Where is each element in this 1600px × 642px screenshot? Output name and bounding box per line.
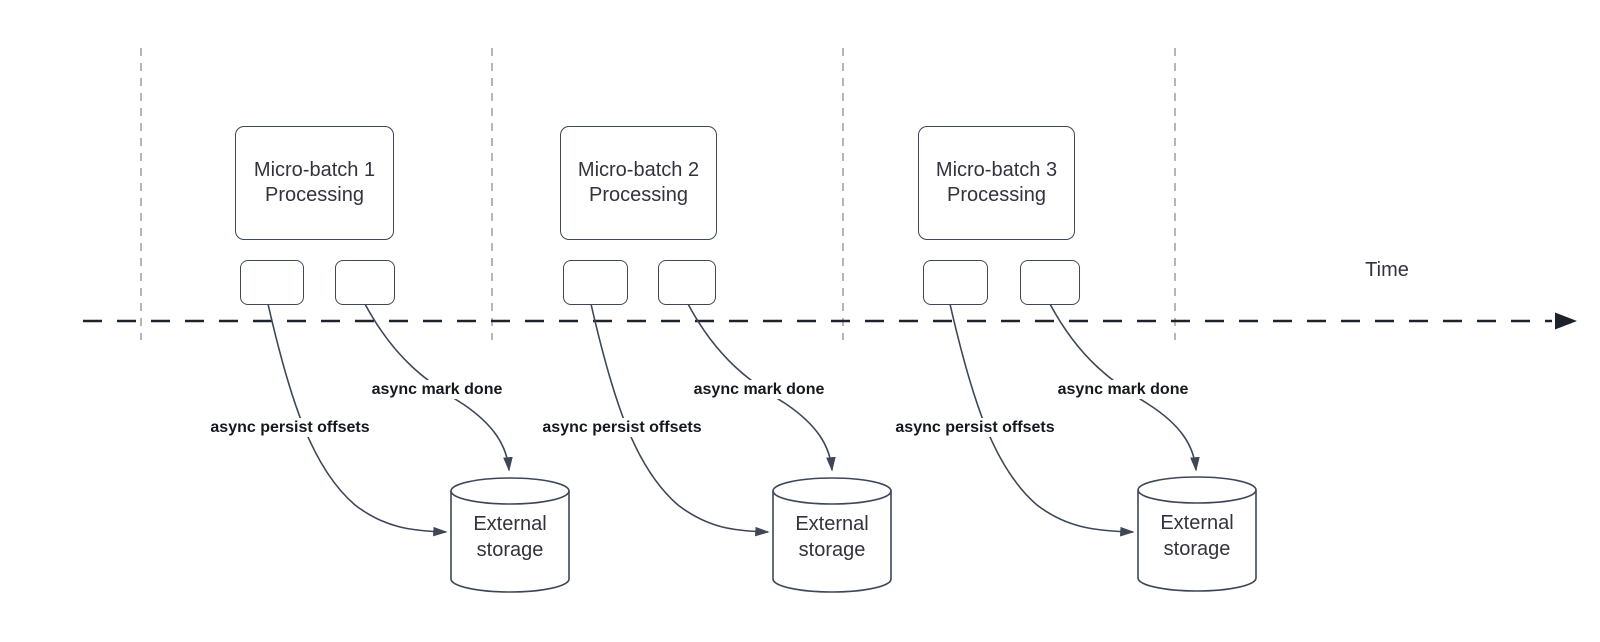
mark-done-chip <box>658 260 716 305</box>
time-axis-arrowhead-icon <box>1555 312 1577 330</box>
persist-offsets-arrow <box>949 303 1135 537</box>
cylinder-shape-icon <box>450 477 570 593</box>
mark-done-chip <box>335 260 395 305</box>
mark-done-arrow <box>1049 303 1200 472</box>
external-storage-label: External storage <box>1160 512 1234 560</box>
persist-offsets-arrow <box>590 303 770 537</box>
mark-done-arrow <box>687 303 836 472</box>
processing-box: Micro-batch 3 Processing <box>918 126 1075 240</box>
processing-box: Micro-batch 2 Processing <box>560 126 717 240</box>
processing-box-label: Micro-batch 2 Processing <box>577 159 700 206</box>
mark-done-label: async mark done <box>1054 380 1192 399</box>
persist-offsets-chip <box>240 260 304 305</box>
processing-box-label: Micro-batch 1 Processing <box>253 159 376 206</box>
processing-box: Micro-batch 1 Processing <box>235 126 394 240</box>
time-axis-label: Time <box>1365 259 1409 281</box>
processing-box-label: Micro-batch 3 Processing <box>935 159 1058 206</box>
persist-offsets-arrow <box>267 303 448 537</box>
external-storage-label: External storage <box>473 513 547 561</box>
external-storage-cylinder: External storage <box>772 477 892 593</box>
persist-offsets-label: async persist offsets <box>539 418 705 437</box>
cylinder-shape-icon <box>1137 476 1257 592</box>
mark-done-label: async mark done <box>368 380 506 399</box>
persist-offsets-label: async persist offsets <box>207 418 373 437</box>
persist-offsets-label: async persist offsets <box>892 418 1058 437</box>
external-storage-cylinder: External storage <box>1137 476 1257 592</box>
cylinder-shape-icon <box>772 477 892 593</box>
persist-offsets-chip <box>923 260 988 305</box>
external-storage-cylinder: External storage <box>450 477 570 593</box>
external-storage-label: External storage <box>795 513 869 561</box>
mark-done-chip <box>1020 260 1080 305</box>
mark-done-label: async mark done <box>690 380 828 399</box>
mark-done-arrow <box>364 303 513 472</box>
persist-offsets-chip <box>563 260 628 305</box>
